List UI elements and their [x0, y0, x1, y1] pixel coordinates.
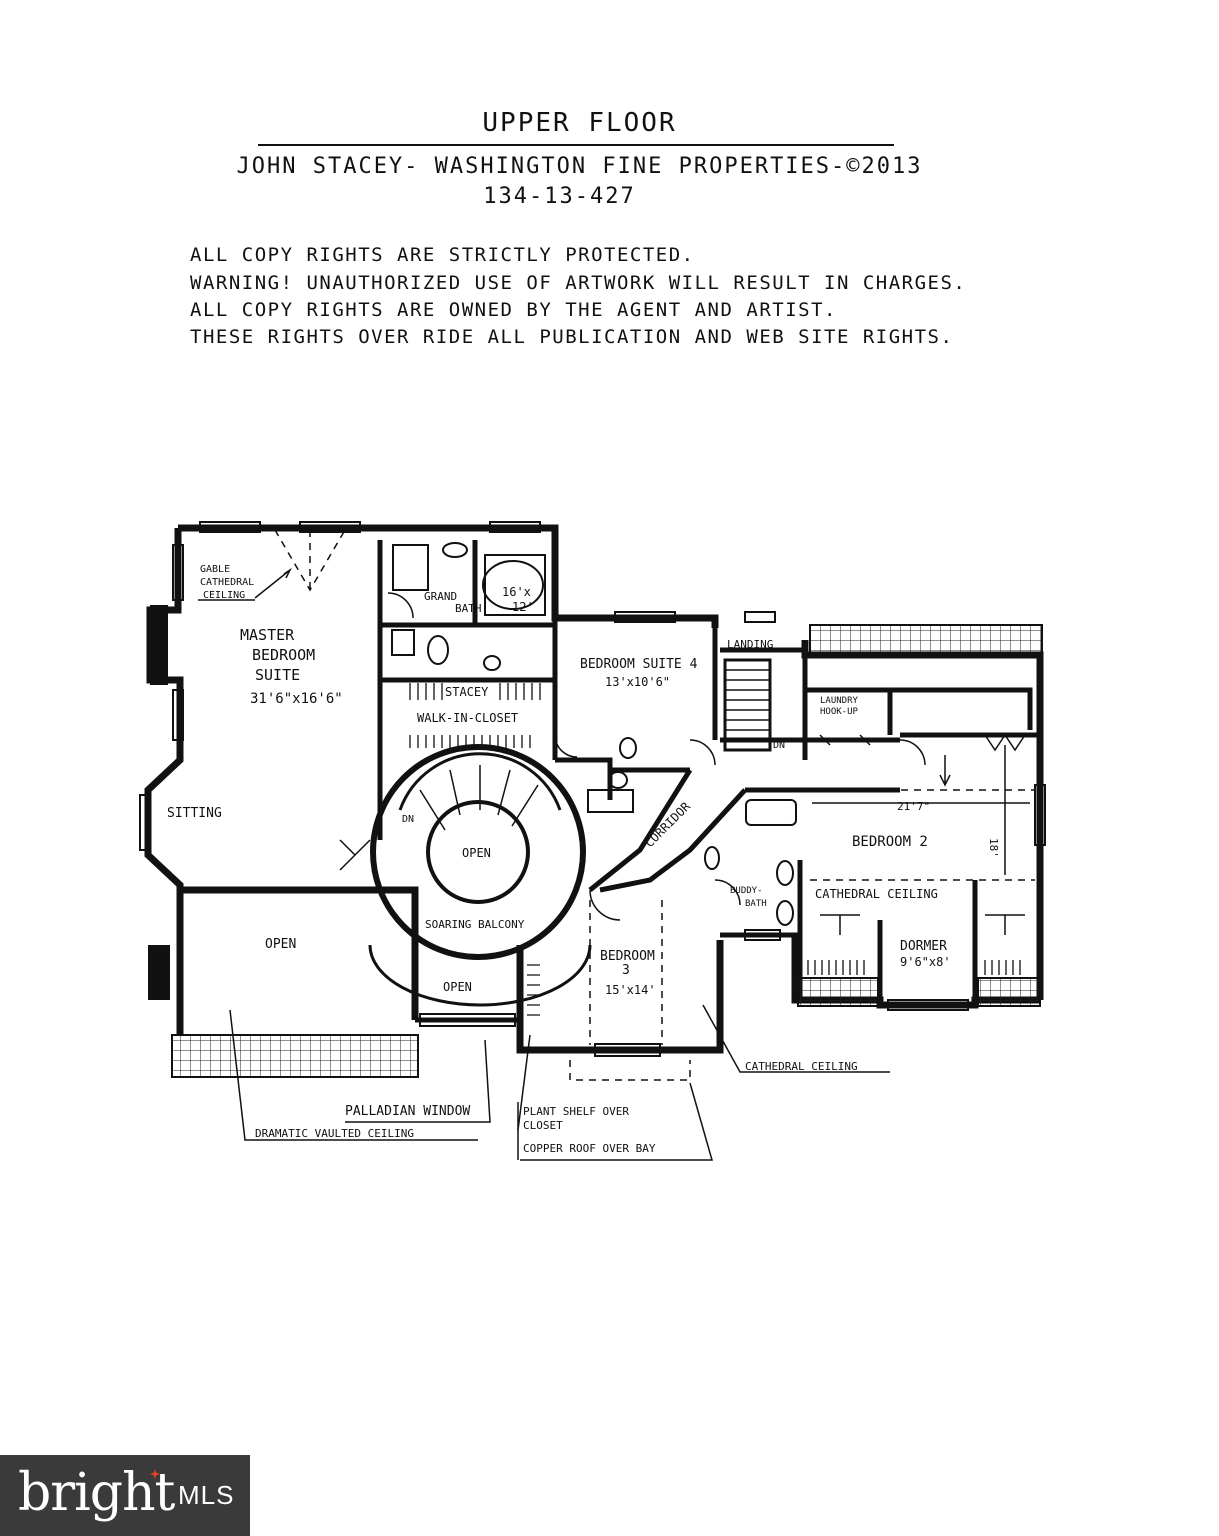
grand-bath-dimensions: 12': [512, 600, 534, 614]
copyright-notice-line: WARNING! UNAUTHORIZED USE OF ARTWORK WIL…: [190, 272, 967, 294]
copyright-notice-line: ALL COPY RIGHTS ARE STRICTLY PROTECTED.: [190, 244, 695, 266]
grand-bath-label: BATH: [455, 602, 482, 615]
plan-credit: JOHN STACEY- WASHINGTON FINE PROPERTIES-…: [236, 154, 923, 179]
artist-signature: STACEY: [445, 685, 489, 699]
copyright-notice-line: THESE RIGHTS OVER RIDE ALL PUBLICATION A…: [190, 326, 954, 348]
plant-shelf-callout: PLANT SHELF OVER: [523, 1105, 629, 1118]
fireplace: [150, 605, 168, 685]
gable-label: CATHEDRAL: [200, 577, 254, 588]
fireplace: [148, 945, 170, 1000]
master-label: SUITE: [255, 666, 300, 684]
dormer-label: DORMER: [900, 939, 947, 954]
laundry-label: HOOK-UP: [820, 707, 859, 717]
bedroom-3-dimensions: 15'x14': [605, 983, 656, 997]
master-label: MASTER: [240, 626, 295, 644]
bedroom-4-dimensions: 13'x10'6": [605, 675, 670, 689]
palladian-window-callout: PALLADIAN WINDOW: [345, 1104, 470, 1119]
vaulted-ceiling-callout: DRAMATIC VAULTED CEILING: [255, 1127, 414, 1140]
buddy-bath-label: BUDDY-: [730, 886, 763, 896]
open-area-label: OPEN: [443, 980, 472, 994]
curved-stair: [398, 752, 562, 811]
stair-down-label: DN: [402, 814, 414, 825]
cathedral-ceiling-callout: CATHEDRAL CEILING: [745, 1060, 858, 1073]
copper-roof-callout: COPPER ROOF OVER BAY: [523, 1142, 656, 1155]
windows: [139, 521, 1046, 1057]
landing-label: LANDING: [727, 638, 773, 651]
roof-deck-grid: [797, 977, 879, 1007]
master-dimensions: 31'6"x16'6": [250, 691, 343, 707]
watermark-brand: bright: [18, 1463, 175, 1523]
grand-bath-label: GRAND: [424, 590, 457, 603]
star-icon: [150, 1469, 160, 1479]
gable-label: GABLE: [200, 564, 230, 575]
balcony-rail: [368, 944, 592, 1007]
bedroom-3-label: 3: [622, 963, 630, 978]
bath-fixtures: [391, 542, 797, 926]
plan-reference: 134-13-427: [483, 184, 636, 209]
callout-labels: CATHEDRAL CEILING PALLADIAN WINDOW DRAMA…: [255, 1060, 858, 1155]
stair-down-label: DN: [773, 740, 785, 751]
grand-bath-dimensions: 16'x: [502, 585, 531, 599]
bedroom-3-label: BEDROOM: [600, 949, 655, 964]
rotunda-wall: [370, 744, 586, 960]
walk-in-closet-label: WALK-IN-CLOSET: [417, 711, 518, 725]
buddy-bath-label: BATH: [745, 899, 767, 909]
copyright-notice-line: ALL COPY RIGHTS ARE OWNED BY THE AGENT A…: [190, 299, 837, 321]
landing-stair: [723, 658, 772, 752]
bedroom-2-ceiling-label: CATHEDRAL CEILING: [815, 887, 938, 901]
door-swings: [339, 592, 1026, 935]
closet-shelves: [409, 683, 1021, 1016]
open-well: [426, 800, 530, 904]
soaring-balcony-label: SOARING BALCONY: [425, 918, 525, 931]
ceiling-lines: [274, 529, 1035, 1081]
master-label: BEDROOM: [252, 646, 315, 664]
title-underline: [258, 144, 894, 146]
roof-deck-grid: [171, 1034, 419, 1078]
sitting-label: SITTING: [167, 806, 222, 821]
roof-deck-grid: [809, 624, 1043, 654]
bedroom-2-width: 21'7": [897, 800, 930, 813]
interior-walls: [377, 540, 1040, 1023]
open-well-label: OPEN: [462, 846, 491, 860]
gable-label: CEILING: [203, 590, 245, 601]
dimension-arrows: [812, 745, 1030, 925]
laundry-label: LAUNDRY: [820, 696, 859, 706]
roof-deck-grid: [977, 977, 1041, 1007]
callout-leaders: [198, 567, 890, 1161]
dormer-dimensions: 9'6"x8': [900, 955, 951, 969]
open-area-label: OPEN: [265, 937, 296, 952]
plan-title: UPPER FLOOR: [482, 108, 677, 138]
watermark-suffix: MLS: [178, 1480, 235, 1510]
stair-treads: [419, 765, 539, 831]
plant-shelf-callout: CLOSET: [523, 1119, 563, 1132]
bedroom-2-label: BEDROOM 2: [852, 834, 928, 850]
bedroom-2-depth: 18': [987, 838, 1000, 858]
bedroom-4-label: BEDROOM SUITE 4: [580, 657, 698, 672]
bright-mls-watermark: bright MLS: [0, 1455, 250, 1536]
